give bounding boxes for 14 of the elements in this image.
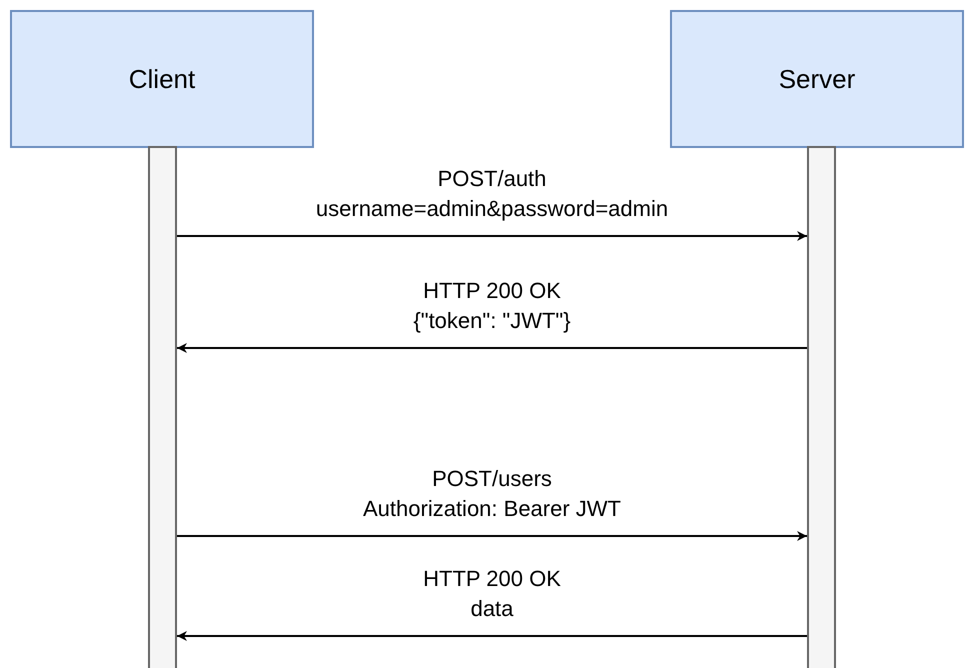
message-label: POST/users Authorization: Bearer JWT [363,465,621,523]
lifeline-bar [148,146,177,668]
message-arrow [177,343,807,353]
lifeline-bar [807,146,836,668]
message-label: HTTP 200 OK {"token": "JWT"} [413,277,571,335]
message-arrow [177,231,807,241]
message-label: POST/auth username=admin&password=admin [316,165,668,223]
participant-name: Server [778,64,856,94]
participant-name: Client [128,64,196,94]
participant-box [10,10,314,148]
participant-box [670,10,964,148]
message-arrow [177,631,807,641]
message-arrow [177,531,807,541]
message-label: HTTP 200 OK data [423,565,561,623]
